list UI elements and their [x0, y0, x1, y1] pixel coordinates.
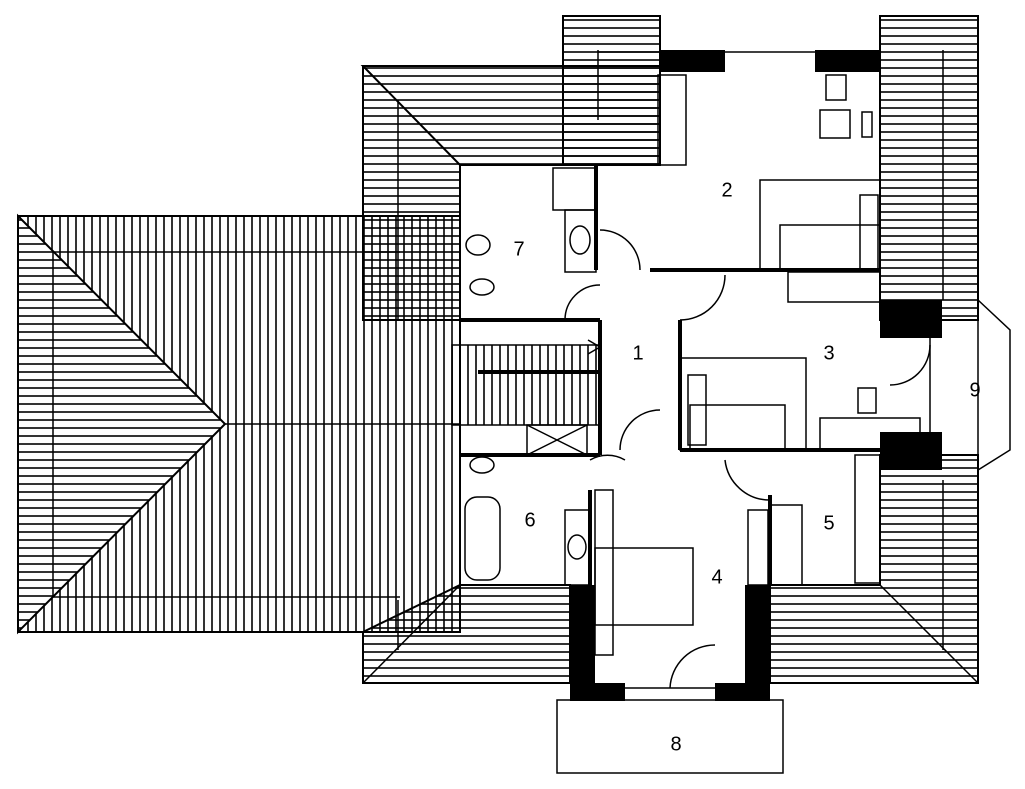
room-number-9: 9 — [969, 379, 980, 401]
staircase — [451, 339, 602, 426]
room-number-5: 5 — [823, 512, 834, 534]
room-number-1: 1 — [632, 342, 643, 364]
room-number-3: 3 — [823, 342, 834, 364]
roof-top-left-dormer — [562, 15, 661, 166]
doors — [564, 229, 931, 689]
room-number-4: 4 — [711, 566, 722, 588]
roof-bottom-left — [362, 584, 571, 684]
bay-window — [977, 298, 1011, 472]
balcony — [556, 699, 784, 774]
room-number-8: 8 — [670, 733, 681, 755]
room-number-2: 2 — [721, 179, 732, 201]
roof-top-right — [879, 15, 979, 321]
room-number-7: 7 — [513, 238, 524, 260]
roof-bottom-right — [769, 454, 979, 684]
room-number-6: 6 — [524, 509, 535, 531]
furniture — [464, 74, 921, 656]
